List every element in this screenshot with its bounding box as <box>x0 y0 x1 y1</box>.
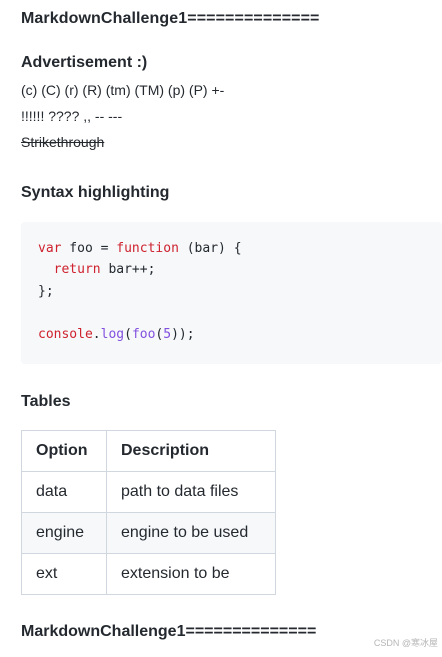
punctuation-line: !!!!!! ???? ,, -- --- <box>21 108 123 124</box>
code-block: var foo = function (bar) { return bar++;… <box>21 222 442 364</box>
table-cell: engine <box>21 512 107 554</box>
table-cell: data <box>21 471 107 513</box>
code-line-5: console.log(foo(5)); <box>38 327 195 342</box>
table-header-description: Description <box>106 430 276 472</box>
table-row: engine engine to be used <box>21 512 276 554</box>
code-function: log <box>100 327 125 342</box>
syntax-highlighting-heading: Syntax highlighting <box>21 184 170 201</box>
code-function: foo <box>131 327 156 342</box>
table-header-option: Option <box>21 430 107 472</box>
table-cell: extension to be <box>106 553 276 595</box>
table-cell: engine to be used <box>106 512 276 554</box>
table-header-row: Option Description <box>21 430 276 472</box>
code-text: )); <box>171 327 195 342</box>
code-line-3: }; <box>38 284 54 299</box>
table-cell: path to data files <box>106 471 276 513</box>
tables-heading: Tables <box>21 393 71 410</box>
typographic-replacements-line: (c) (C) (r) (R) (tm) (TM) (p) (P) +- <box>21 82 225 98</box>
code-text: ( <box>124 327 132 342</box>
code-line-2: return bar++; <box>38 262 156 277</box>
table-row: data path to data files <box>21 471 276 513</box>
code-keyword: function <box>116 241 179 256</box>
strikethrough-text: Strikethrough <box>21 134 105 150</box>
code-text: foo = <box>61 241 117 256</box>
table-row: ext extension to be <box>21 553 276 595</box>
code-text: }; <box>38 284 54 299</box>
code-keyword: return <box>53 262 101 277</box>
code-text: ( <box>155 327 164 342</box>
advertisement-heading: Advertisement :) <box>21 54 148 71</box>
code-text: (bar) { <box>178 241 242 256</box>
options-table: Option Description data path to data fil… <box>21 430 276 595</box>
watermark: CSDN @寒冰屋 <box>373 638 438 648</box>
code-number: 5 <box>163 327 172 342</box>
code-builtin: console <box>38 327 93 342</box>
code-line-1: var foo = function (bar) { <box>38 241 242 256</box>
code-keyword: var <box>38 241 62 256</box>
code-text: . <box>92 327 101 342</box>
heading-top: MarkdownChallenge1============== <box>21 10 320 27</box>
table-cell: ext <box>21 553 107 595</box>
markdown-preview: MarkdownChallenge1============== Adverti… <box>21 0 442 657</box>
code-text: bar++; <box>100 262 156 277</box>
heading-bottom: MarkdownChallenge1============== <box>21 623 317 640</box>
code-indent <box>38 262 54 277</box>
